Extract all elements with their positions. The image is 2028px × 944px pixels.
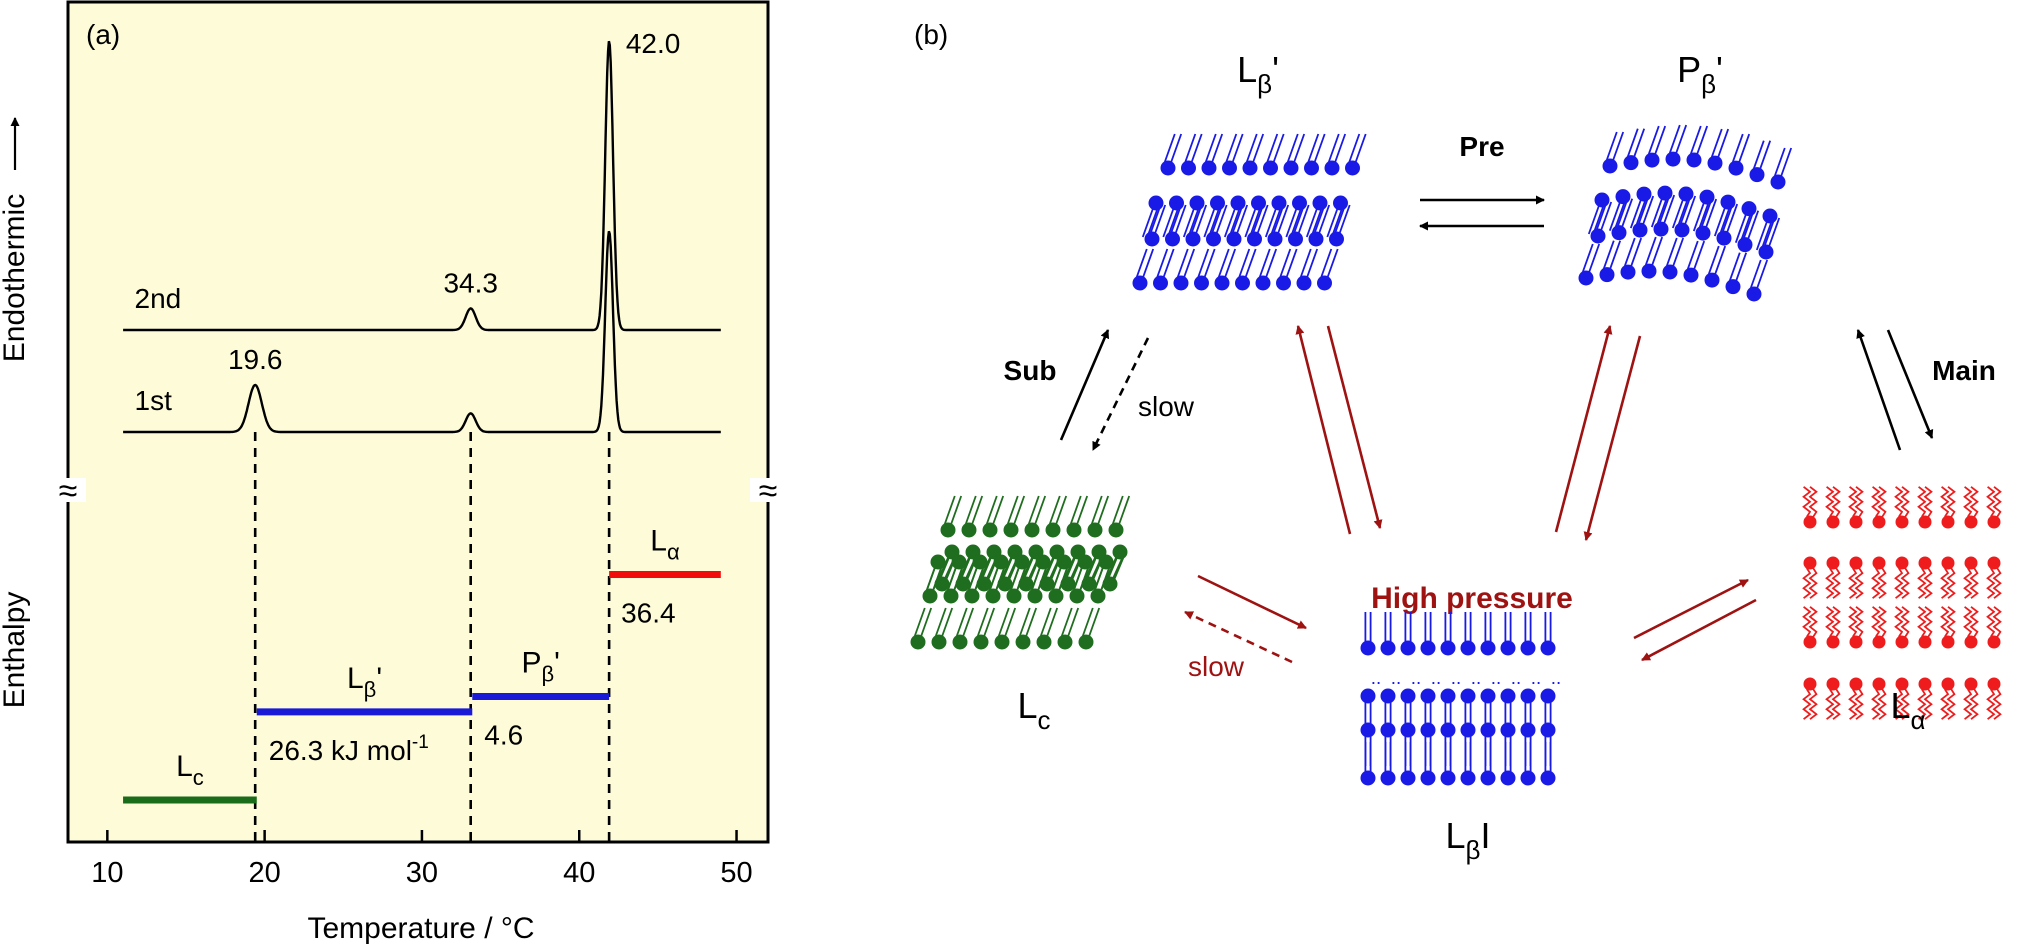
transition-arrow [1184,610,1293,664]
transition-arrow [1554,325,1613,533]
transition-arrow [1856,329,1902,451]
enthalpy-step-label: 36.4 [621,598,676,629]
dsc-curve-2nd [123,40,721,332]
dsc-curves: 2nd 34.3 42.0 1st 19.6 [123,28,721,434]
transition-label-main: Main [1932,355,1996,386]
phase-label-lc: Lc [1017,685,1050,735]
peak-temperature-label: 42.0 [626,28,681,59]
dsc-series-label: 2nd [135,283,182,314]
y-axis-label-enthalpy: Enthalpy [0,592,31,709]
x-axis-label: Temperature / °C [307,912,534,944]
phase-lbeta-i-illustration [1360,612,1560,786]
phase-lalpha-illustration [1802,486,2002,720]
transition-arrow [1886,329,1934,439]
x-tick-label: 50 [720,857,752,889]
x-tick-label: 10 [91,857,123,889]
transition-arrow [1326,325,1383,529]
enthalpy-step-label: 4.6 [484,719,523,750]
enthalpy-levels: Lc Lβ' 26.3 kJ mol-1 Pβ' 4.6 Lα 36.4 [123,525,721,804]
x-tick-label: 40 [563,857,595,889]
transition-arrow [1641,598,1757,662]
phase-lbeta-prime-illustration [1132,133,1367,291]
dsc-series-label: 1st [135,385,173,416]
transition-arrow [1295,325,1352,535]
transition-note-slow-red: slow [1188,651,1245,682]
panel-b-label: (b) [914,19,948,50]
axis-break-gap [750,478,786,502]
peak-temperature-label: 19.6 [228,344,283,375]
dsc-curve-1st [123,230,721,434]
transition-arrow [1059,329,1110,441]
transition-label-high-pressure: High pressure [1371,582,1573,615]
x-axis-ticks: 10 20 30 40 50 [91,830,753,889]
phase-label-lbeta-i: LβI [1445,815,1490,865]
phase-label: Lα [650,525,680,565]
phase-lc-illustration [910,495,1131,650]
transition-note-slow: slow [1138,391,1195,422]
transition-dashed-lines [253,432,611,842]
transition-arrows [1059,195,1934,664]
y-axis-label-endothermic: Endothermic [0,194,31,362]
transition-arrow [1583,335,1642,541]
transition-arrow [1091,337,1150,451]
panel-a-label: (a) [86,19,120,50]
phase-pbeta-prime-illustration [1578,124,1793,302]
phase-label-pbeta-prime: Pβ' [1677,49,1723,99]
axis-break-mark: ≈ [759,472,778,510]
transition-label-pre: Pre [1459,131,1504,162]
phase-label: Lc [176,750,204,790]
enthalpy-step-label: 26.3 kJ mol-1 [269,732,429,766]
transition-label-sub: Sub [1004,355,1057,386]
x-tick-label: 20 [248,857,280,889]
plot-background [66,0,770,844]
phase-label: Lβ' [347,662,382,702]
phase-label: Pβ' [521,646,559,686]
phase-label-lalpha: Lα [1890,685,1925,735]
transition-arrow [1197,574,1307,630]
x-tick-label: 30 [406,857,438,889]
phase-label-lbeta-prime: Lβ' [1237,49,1279,99]
axis-break-marks: ≈≈ [50,472,786,510]
panel-a-dsc-chart: (a) 10 20 30 40 50 Temperature / °C Endother… [0,0,786,944]
transition-arrow [1633,578,1749,640]
y-axis-labels: Endothermic Enthalpy [0,117,31,709]
axis-break-mark: ≈ [59,472,78,510]
peak-temperature-label: 34.3 [443,267,498,298]
axis-break-gap [50,478,86,502]
